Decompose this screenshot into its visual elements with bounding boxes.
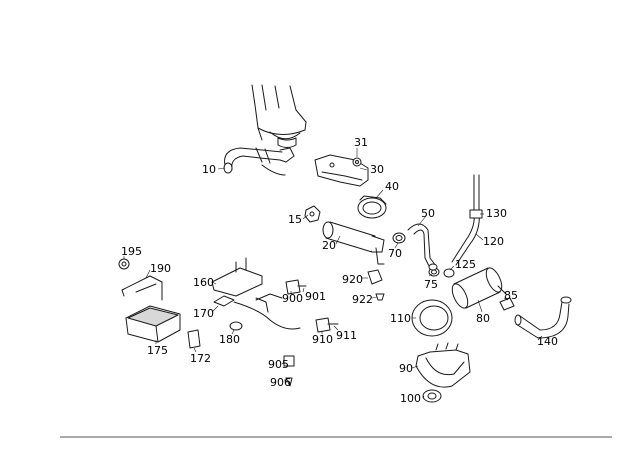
callout-130: 130	[486, 207, 507, 220]
callout-30: 30	[370, 163, 384, 176]
part-100-grommet[interactable]	[422, 389, 442, 403]
part-900-connector[interactable]	[285, 279, 307, 295]
part-110-ring[interactable]	[411, 299, 453, 337]
part-31-nut[interactable]	[352, 157, 362, 167]
callout-920: 920	[342, 273, 363, 286]
callout-15: 15	[288, 213, 302, 226]
part-140-hose[interactable]	[514, 296, 572, 339]
part-160-bracket[interactable]	[211, 257, 263, 297]
part-190-bracket[interactable]	[121, 275, 163, 301]
part-172-switch[interactable]	[187, 329, 201, 349]
callout-190: 190	[150, 262, 171, 275]
callout-922: 922	[352, 293, 373, 306]
callout-80: 80	[476, 312, 490, 325]
callout-911: 911	[336, 329, 357, 342]
fuel-tank-fragment	[251, 84, 307, 148]
callout-125: 125	[455, 258, 476, 271]
callout-90: 90	[399, 362, 413, 375]
part-40-clamp[interactable]	[357, 195, 387, 219]
callout-140: 140	[537, 335, 558, 348]
part-80-fuel-filter[interactable]	[449, 266, 507, 311]
part-170-harness[interactable]	[213, 293, 301, 330]
part-910-connector[interactable]	[315, 317, 339, 333]
part-905-fitting[interactable]	[283, 355, 295, 367]
callout-110: 110	[390, 312, 411, 325]
callout-31: 31	[354, 136, 368, 149]
callout-120: 120	[483, 235, 504, 248]
callout-901: 901	[305, 290, 326, 303]
callout-40: 40	[385, 180, 399, 193]
callout-100: 100	[400, 392, 421, 405]
callout-900: 900	[282, 292, 303, 305]
part-922-clip[interactable]	[375, 293, 385, 301]
callout-labels: 10 15 20 30 31 40 50 70 75 80 85 90 100 …	[121, 136, 558, 405]
callout-905: 905	[268, 358, 289, 371]
callout-180: 180	[219, 333, 240, 346]
part-125-clamp[interactable]	[443, 268, 455, 278]
callout-20: 20	[322, 239, 336, 252]
part-130-clip[interactable]	[469, 209, 483, 219]
part-120-pipe[interactable]	[451, 174, 480, 266]
callout-160: 160	[193, 276, 214, 289]
callout-906: 906	[270, 376, 291, 389]
part-906-fitting[interactable]	[285, 377, 293, 387]
part-90-mount[interactable]	[415, 342, 471, 388]
callout-170: 170	[193, 307, 214, 320]
part-920-connector[interactable]	[367, 269, 383, 285]
callout-10: 10	[202, 163, 216, 176]
part-15-clip[interactable]	[304, 205, 321, 223]
callout-85: 85	[504, 289, 518, 302]
part-195-nut[interactable]	[118, 258, 130, 270]
part-10-hose[interactable]	[223, 147, 295, 176]
callout-175: 175	[147, 344, 168, 357]
part-70-clamp[interactable]	[392, 232, 406, 244]
callout-75: 75	[424, 278, 438, 291]
callout-172: 172	[190, 352, 211, 365]
callout-50: 50	[421, 207, 435, 220]
part-175-canister[interactable]	[125, 305, 181, 343]
part-180-grommet[interactable]	[229, 321, 243, 331]
callout-70: 70	[388, 247, 402, 260]
leader-lines	[123, 148, 543, 399]
part-20-fuel-pump[interactable]	[322, 221, 385, 265]
callout-910: 910	[312, 333, 333, 346]
part-50-hose[interactable]	[407, 223, 438, 271]
callout-195: 195	[121, 245, 142, 258]
part-30-bracket[interactable]	[314, 154, 369, 187]
